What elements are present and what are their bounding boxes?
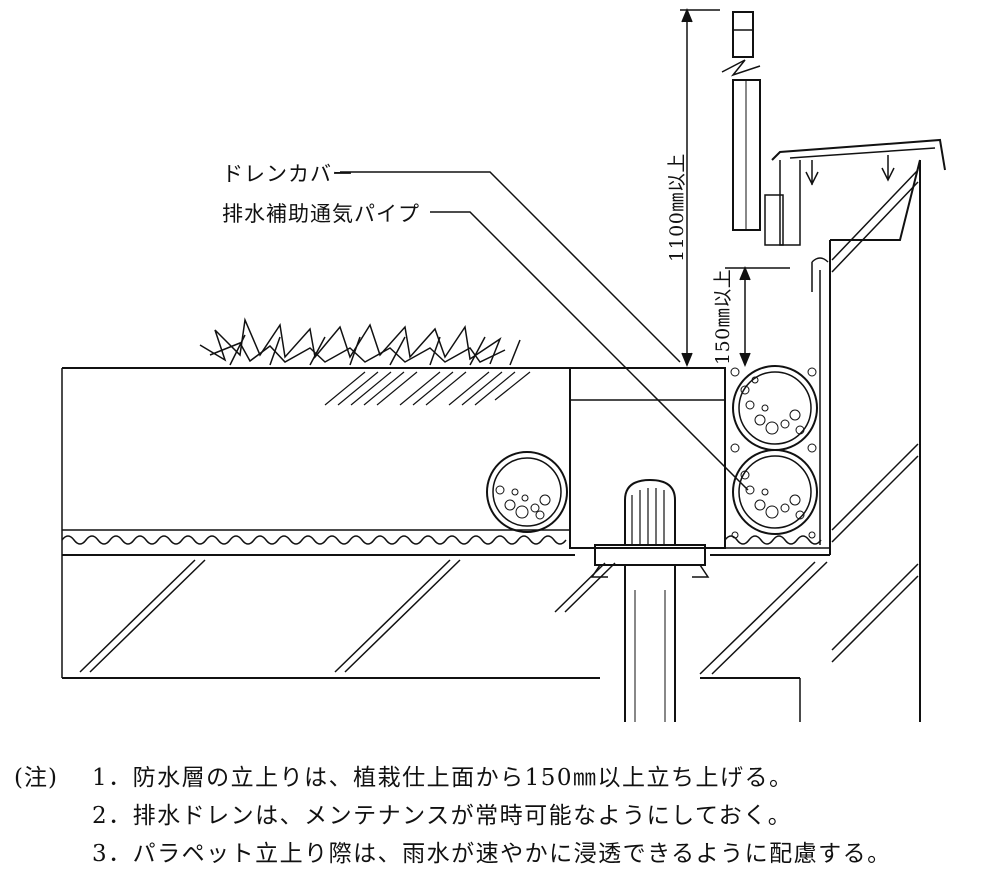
dimension-1100-label: 1100㎜以上 bbox=[666, 153, 688, 262]
roof-slab bbox=[62, 554, 830, 722]
gravel bbox=[495, 376, 805, 520]
label-vent-pipe: 排水補助通気パイプ bbox=[222, 202, 420, 226]
label-drain-cover: ドレンカバー bbox=[222, 162, 354, 186]
drain-chamber bbox=[569, 367, 726, 549]
drain-pipes bbox=[486, 365, 818, 539]
drainage-board bbox=[61, 529, 830, 549]
plants bbox=[199, 317, 521, 366]
leader-lines bbox=[340, 171, 749, 491]
parapet-coping bbox=[721, 11, 946, 246]
note-item-3: 3．パラペット立上り際は、雨水が速やかに浸透できるように配慮する。 bbox=[92, 841, 892, 867]
gravel-fill bbox=[730, 367, 817, 539]
dimension-lines bbox=[680, 8, 790, 367]
slab-hatch bbox=[79, 559, 828, 675]
soil-hatch bbox=[324, 371, 531, 406]
parapet-wall bbox=[811, 159, 921, 722]
dimension-150-label: 150㎜以上 bbox=[712, 268, 734, 365]
parapet-hatch bbox=[831, 169, 919, 663]
planting-soil-layer bbox=[61, 367, 570, 678]
note-item-2: 2．排水ドレンは、メンテナンスが常時可能なようにしておく。 bbox=[92, 803, 793, 829]
roof-drain bbox=[590, 478, 710, 722]
notes-prefix: (注) bbox=[14, 765, 58, 791]
note-item-1: 1．防水層の立上りは、植栽仕上面から150㎜以上立ち上げる。 bbox=[92, 765, 794, 791]
